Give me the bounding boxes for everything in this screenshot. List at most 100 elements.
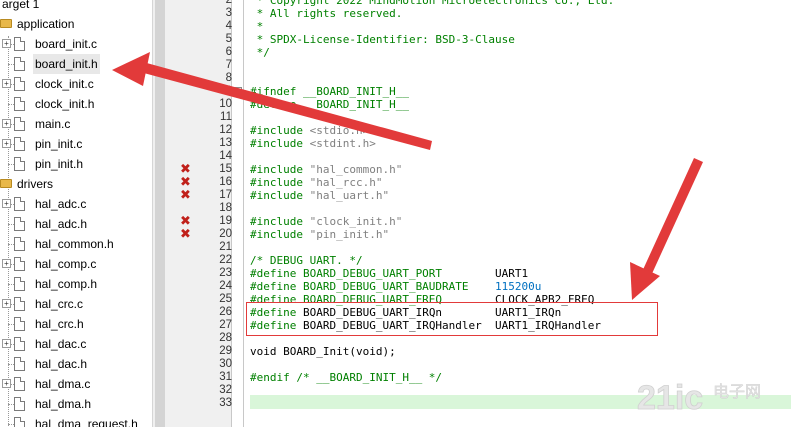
tree-file-item[interactable]: +hal_crc.c <box>0 294 152 314</box>
tree-scrollbar-thumb[interactable] <box>155 0 165 427</box>
code-line[interactable]: 21 <box>166 241 791 254</box>
expand-plus-icon[interactable]: + <box>2 339 11 348</box>
error-x-icon[interactable]: ✖ <box>180 162 191 177</box>
code-editor[interactable]: 2 * Copyright 2022 MindMotion Microelect… <box>166 0 791 427</box>
tree-file-item[interactable]: +hal_dma.c <box>0 374 152 394</box>
annotation-box <box>246 302 658 336</box>
error-x-icon[interactable]: ✖ <box>180 188 191 203</box>
code-line[interactable]: 17✖#include "hal_uart.h" <box>166 189 791 202</box>
error-x-icon[interactable]: ✖ <box>180 175 191 190</box>
line-number: 23 <box>219 267 232 279</box>
tree-file-item[interactable]: clock_init.h <box>0 94 152 114</box>
code-line[interactable]: 6 */ <box>166 46 791 59</box>
tree-file-item[interactable]: hal_dma.h <box>0 394 152 414</box>
tree-branch-line <box>8 384 16 385</box>
tree-group-drivers[interactable]: drivers <box>0 174 152 194</box>
error-x-icon[interactable]: ✖ <box>180 227 191 242</box>
file-icon <box>14 37 25 51</box>
code-line[interactable]: 3 * All rights reserved. <box>166 7 791 20</box>
code-line[interactable]: 26#define BOARD_DEBUG_UART_IRQn UART1_IR… <box>166 306 791 319</box>
line-number: 27 <box>219 319 232 331</box>
tree-guide-line <box>8 36 9 427</box>
code-line[interactable]: 8 <box>166 72 791 85</box>
file-icon <box>14 317 25 331</box>
code-line[interactable]: 23#define BOARD_DEBUG_UART_PORT UART1 <box>166 267 791 280</box>
code-token: #define <box>250 319 303 332</box>
expand-plus-icon[interactable]: + <box>2 299 11 308</box>
file-icon <box>14 117 25 131</box>
expand-plus-icon[interactable]: + <box>2 79 11 88</box>
tree-file-item[interactable]: +hal_dac.c <box>0 334 152 354</box>
expand-plus-icon[interactable]: + <box>2 139 11 148</box>
code-line[interactable]: 5 * SPDX-License-Identifier: BSD-3-Claus… <box>166 33 791 46</box>
line-number: 3 <box>225 7 232 19</box>
arrow-to-board-init-h <box>112 52 432 150</box>
tree-file-label: clock_init.c <box>35 77 94 91</box>
code-line[interactable]: 2 * Copyright 2022 MindMotion Microelect… <box>166 0 791 7</box>
tree-file-item[interactable]: +hal_comp.c <box>0 254 152 274</box>
watermark-logo: 21ic 电子网 <box>637 379 762 418</box>
expand-plus-icon[interactable]: + <box>2 259 11 268</box>
code-text: /* DEBUG UART. */ <box>250 254 363 267</box>
expand-plus-icon[interactable]: + <box>2 199 11 208</box>
tree-file-item[interactable]: hal_comp.h <box>0 274 152 294</box>
tree-file-item[interactable]: pin_init.h <box>0 154 152 174</box>
file-icon <box>14 217 25 231</box>
tree-scrollbar[interactable] <box>152 0 166 427</box>
tree-file-item[interactable]: hal_dac.h <box>0 354 152 374</box>
tree-branch-line <box>8 344 16 345</box>
line-number: 24 <box>219 280 232 292</box>
code-line[interactable]: 30 <box>166 358 791 371</box>
tree-file-item[interactable]: +board_init.c <box>0 34 152 54</box>
code-line[interactable]: 22/* DEBUG UART. */ <box>166 254 791 267</box>
tree-file-label: board_init.h <box>33 54 100 74</box>
code-line[interactable]: 7 <box>166 59 791 72</box>
expand-plus-icon[interactable]: + <box>2 39 11 48</box>
tree-file-item[interactable]: hal_adc.h <box>0 214 152 234</box>
code-line[interactable]: 27#define BOARD_DEBUG_UART_IRQHandler UA… <box>166 319 791 332</box>
code-line[interactable]: 4 * <box>166 20 791 33</box>
tree-file-item[interactable]: +main.c <box>0 114 152 134</box>
code-line[interactable]: 32 <box>166 384 791 397</box>
code-line[interactable]: 11 <box>166 111 791 124</box>
code-line[interactable]: 13#include <stdint.h> <box>166 137 791 150</box>
code-line[interactable]: 20✖#include "pin_init.h" <box>166 228 791 241</box>
fold-gutter <box>232 0 244 427</box>
tree-file-item[interactable]: +pin_init.c <box>0 134 152 154</box>
code-text: #define BOARD_DEBUG_UART_BAUDRATE 115200… <box>250 280 541 293</box>
tree-file-item[interactable]: board_init.h <box>0 54 152 74</box>
tree-file-item[interactable]: hal_crc.h <box>0 314 152 334</box>
code-line[interactable]: 28 <box>166 332 791 345</box>
error-x-icon[interactable]: ✖ <box>180 214 191 229</box>
code-line[interactable]: 16✖#include "hal_rcc.h" <box>166 176 791 189</box>
code-line[interactable]: 15✖#include "hal_common.h" <box>166 163 791 176</box>
tree-root[interactable]: arget 1 <box>0 0 152 14</box>
line-number: 29 <box>219 345 232 357</box>
code-line[interactable]: 14 <box>166 150 791 163</box>
tree-group-application[interactable]: application <box>0 14 152 34</box>
expand-plus-icon[interactable]: + <box>2 379 11 388</box>
code-token: #define BOARD_DEBUG_UART_PORT <box>250 267 496 280</box>
code-line[interactable]: 18 <box>166 202 791 215</box>
code-text: */ <box>250 46 270 59</box>
expand-plus-icon[interactable]: + <box>2 119 11 128</box>
tree-branch-line <box>8 104 16 105</box>
code-text: * <box>250 20 264 33</box>
code-line[interactable]: 24 #define BOARD_DEBUG_UART_BAUDRATE 1152… <box>166 280 791 293</box>
code-line[interactable]: 19✖#include "clock_init.h" <box>166 215 791 228</box>
tree-file-item[interactable]: +hal_adc.c <box>0 194 152 214</box>
tree-file-item[interactable]: hal_dma_request.h <box>0 414 152 427</box>
tree-file-item[interactable]: + clock_init.c <box>0 74 152 94</box>
code-line[interactable]: 29 void BOARD_Init(void); <box>166 345 791 358</box>
tree-file-item[interactable]: hal_common.h <box>0 234 152 254</box>
code-line[interactable]: 31#endif /* __BOARD_INIT_H__ */ <box>166 371 791 384</box>
code-text: #include "clock_init.h" <box>250 215 402 228</box>
tree-file-label: hal_common.h <box>35 237 114 251</box>
line-number: 21 <box>219 241 232 253</box>
line-number: 6 <box>225 46 232 58</box>
code-token: #include <box>250 176 310 189</box>
code-token: void BOARD_Init(void); <box>250 345 396 358</box>
file-icon <box>14 357 25 371</box>
code-line[interactable]: 33 <box>166 397 791 410</box>
line-number: 7 <box>225 59 232 71</box>
